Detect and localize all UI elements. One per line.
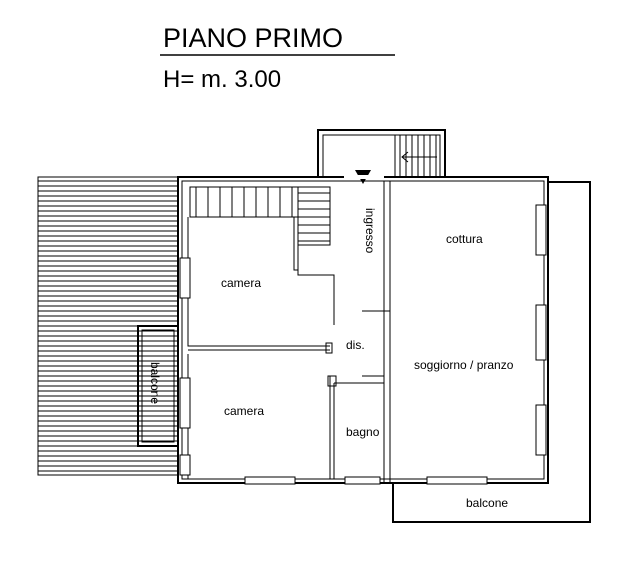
room-camera-bottom: camera <box>224 404 264 418</box>
room-ingresso: ingresso <box>363 208 377 254</box>
entrance-stair <box>317 129 446 178</box>
height-label: H= m. 3.00 <box>163 66 281 93</box>
room-cottura: cottura <box>446 232 483 246</box>
windows <box>179 204 547 485</box>
room-bagno: bagno <box>346 425 380 439</box>
internal-stair <box>189 186 331 246</box>
room-balcone-left: balcone <box>148 362 162 404</box>
right-balcony <box>392 181 591 523</box>
room-balcone-bottom: balcone <box>466 496 508 510</box>
stair-arrow-head <box>401 151 409 163</box>
plan-title: PIANO PRIMO <box>163 23 343 53</box>
left-balcony <box>137 325 179 447</box>
room-soggiorno: soggiorno / pranzo <box>414 358 514 372</box>
room-disimpegno: dis. <box>346 338 365 352</box>
room-camera-top: camera <box>221 276 261 290</box>
left-terrace <box>37 176 179 476</box>
interior-walls <box>187 180 391 484</box>
